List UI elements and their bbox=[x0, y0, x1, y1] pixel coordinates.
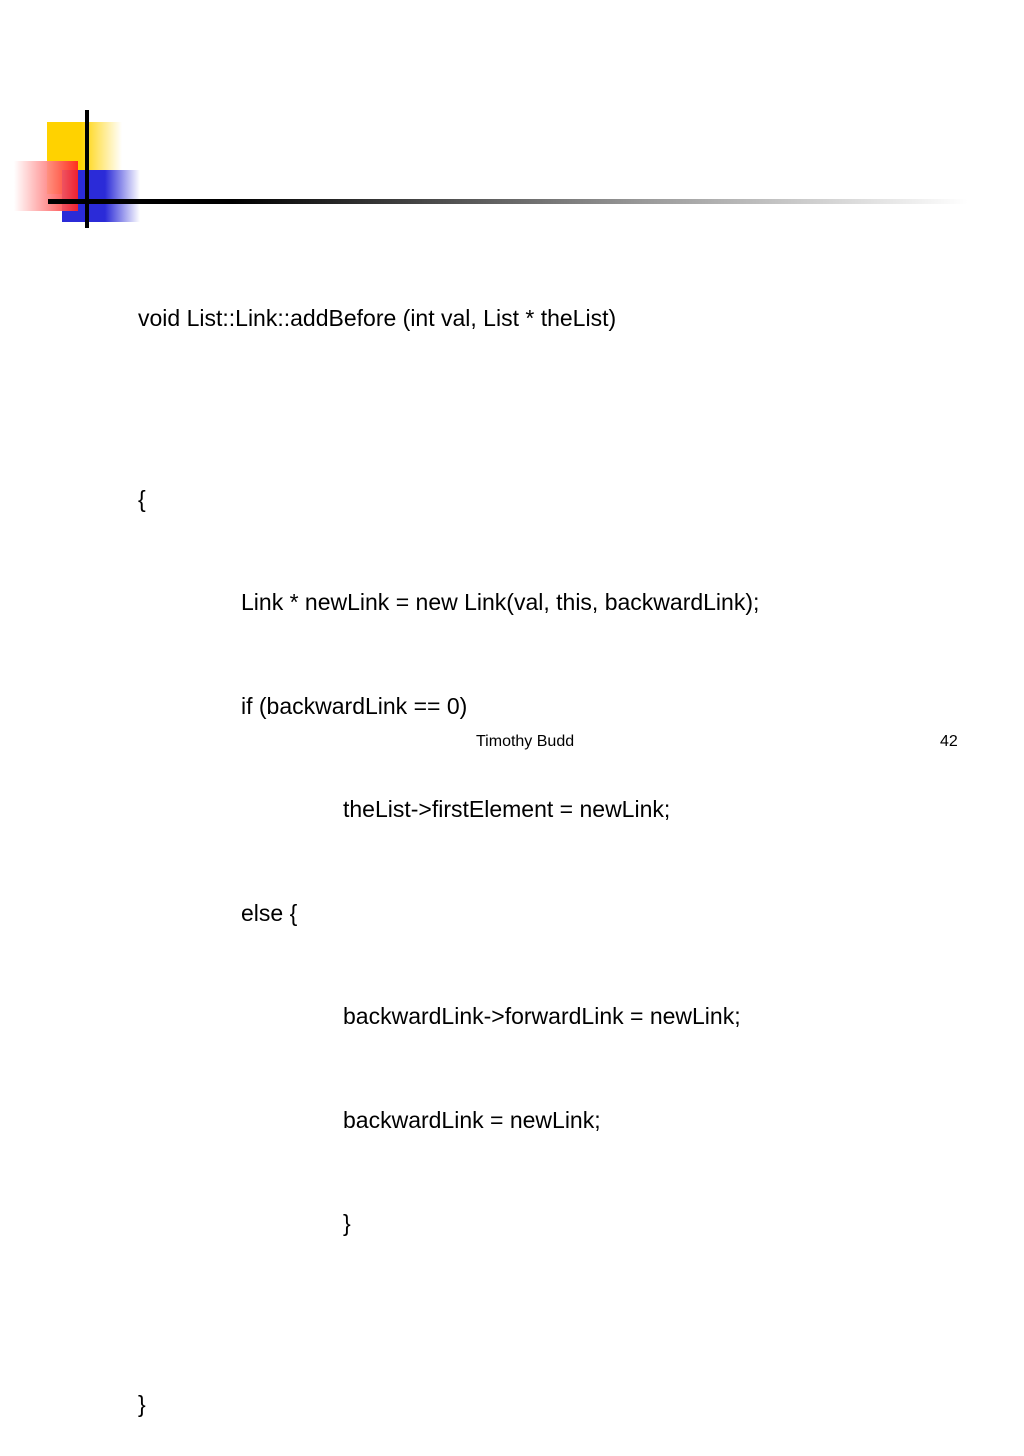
code-line: else { bbox=[241, 899, 298, 926]
footer-author: Timothy Budd bbox=[476, 733, 575, 750]
vertical-bar-decoration bbox=[85, 110, 89, 228]
slide-number: 42 bbox=[940, 733, 958, 750]
code-line: backwardLink->forwardLink = newLink; bbox=[343, 1003, 741, 1029]
code-block: void List::Link::addBefore (int val, Lis… bbox=[138, 232, 759, 1456]
title-rule bbox=[48, 199, 968, 204]
code-line: } bbox=[343, 1210, 351, 1236]
code-line: Link * newLink = new Link(val, this, bac… bbox=[241, 589, 760, 615]
code-line: } bbox=[138, 1390, 146, 1417]
code-line: { bbox=[138, 485, 146, 512]
code-line: if (backwardLink == 0) bbox=[241, 692, 468, 719]
code-line: backwardLink = newLink; bbox=[343, 1106, 601, 1133]
slide-logo-decoration bbox=[0, 0, 140, 230]
code-line: void List::Link::addBefore (int val, Lis… bbox=[138, 305, 617, 331]
code-line: theList->firstElement = newLink; bbox=[343, 796, 671, 822]
